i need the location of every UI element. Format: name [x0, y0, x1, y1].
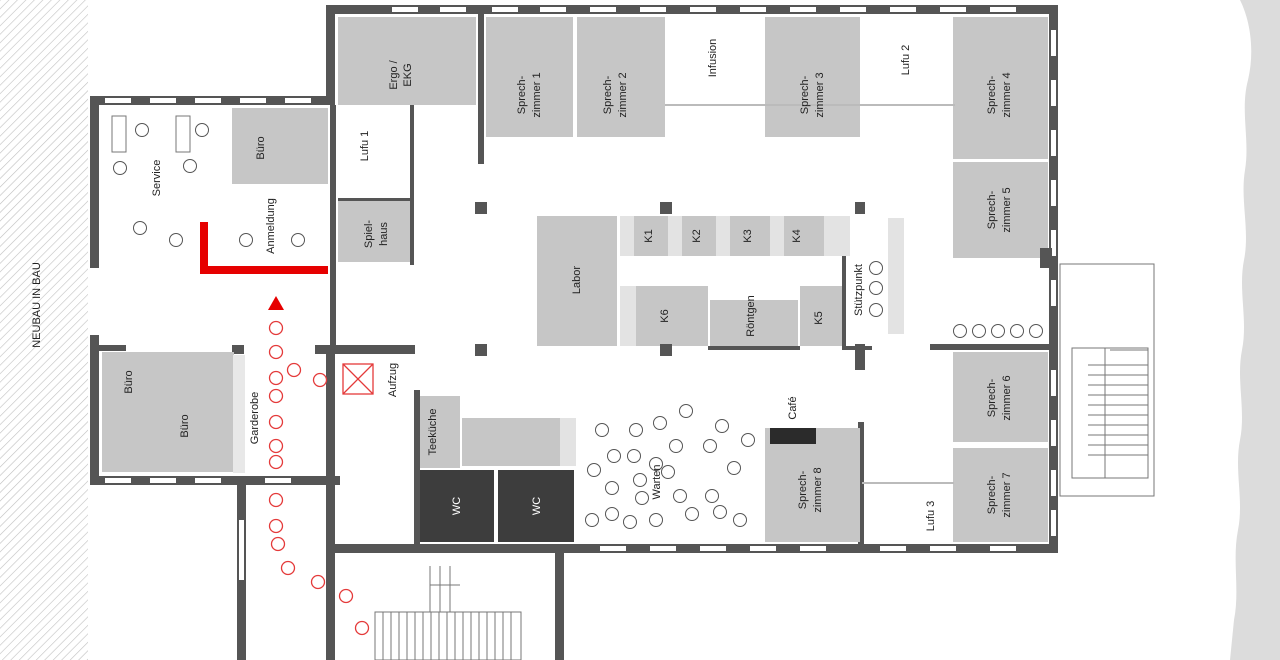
label-teekueche: Teeküche [427, 408, 439, 455]
room-counter [462, 418, 560, 466]
label-service: Service [151, 160, 163, 197]
route-arrow-icon [268, 296, 284, 310]
room-sprech1 [486, 17, 573, 137]
label-buero-small: Büro [123, 370, 135, 393]
label-sprech7-1: Sprech- [986, 475, 998, 514]
label-cafe: Café [787, 396, 799, 419]
label-sprech3-1: Sprech- [799, 75, 811, 114]
room-ergo [338, 17, 476, 105]
route-markers [268, 320, 370, 636]
room-k6 [636, 286, 708, 346]
label-aufzug: Aufzug [387, 363, 399, 397]
reception-counter [200, 222, 328, 274]
label-sprech6-2: zimmer 6 [1001, 375, 1013, 420]
label-lufu3: Lufu 3 [925, 501, 937, 532]
label-garderobe: Garderobe [249, 392, 261, 445]
label-lufu2: Lufu 2 [900, 45, 912, 76]
label-k2: K2 [691, 229, 703, 242]
label-warten: Warten [651, 464, 663, 499]
thin-line-bottom [862, 482, 954, 484]
room-sprech8 [765, 428, 860, 542]
label-lufu1: Lufu 1 [359, 131, 371, 162]
label-anmeldung: Anmeldung [265, 198, 277, 254]
label-sprech1-2: zimmer 1 [531, 72, 543, 117]
room-teekueche [418, 396, 460, 468]
label-sprech4-2: zimmer 4 [1001, 72, 1013, 117]
rooms [102, 17, 1048, 542]
columns [475, 202, 1052, 370]
label-k3: K3 [742, 229, 754, 242]
label-k4: K4 [791, 229, 803, 242]
label-spielhaus-1: Spiel- [363, 220, 375, 248]
room-sprech5 [953, 162, 1048, 258]
room-labor [537, 216, 617, 346]
label-sprech4-1: Sprech- [986, 75, 998, 114]
label-wc1: WC [451, 497, 463, 515]
label-roentgen: Röntgen [745, 295, 757, 337]
label-sprech2-2: zimmer 2 [617, 72, 629, 117]
label-buero-large: Büro [179, 414, 191, 437]
label-sprech5-2: zimmer 5 [1001, 187, 1013, 232]
label-sprech7-2: zimmer 7 [1001, 472, 1013, 517]
label-ergo-2: EKG [402, 63, 414, 86]
label-sprech1-1: Sprech- [516, 75, 528, 114]
label-sprech8-2: zimmer 8 [812, 467, 824, 512]
room-k5 [800, 286, 842, 346]
room-sprech6 [953, 352, 1048, 442]
partition-lines [338, 105, 872, 544]
label-sprech5-1: Sprech- [986, 190, 998, 229]
room-buero-small [102, 352, 158, 410]
label-infusion: Infusion [707, 39, 719, 78]
label-ergo-1: Ergo / [388, 59, 400, 89]
label-k6: K6 [659, 309, 671, 322]
elevator-icon [342, 363, 374, 395]
windows [92, 7, 1056, 580]
stairs-bottom [374, 566, 522, 660]
label-sprech2-1: Sprech- [602, 75, 614, 114]
label-wc2: WC [531, 497, 543, 515]
label-stuetzpunkt: Stützpunkt [853, 264, 865, 316]
label-labor: Labor [571, 266, 583, 294]
label-sprech6-1: Sprech- [986, 378, 998, 417]
side-label: NEUBAU IN BAU [31, 262, 43, 348]
label-spielhaus-2: haus [378, 222, 390, 246]
room-labels: Ergo / EKG Sprech- zimmer 1 Sprech- zimm… [123, 39, 1013, 532]
room-sprech7 [953, 448, 1048, 542]
label-sprech8-1: Sprech- [797, 470, 809, 509]
label-k1: K1 [643, 229, 655, 242]
room-wc1 [418, 470, 494, 542]
thin-line-top [665, 104, 955, 106]
room-buero-top [232, 108, 328, 184]
terrain-outline-inner [1173, 0, 1252, 660]
seats [113, 123, 1043, 529]
room-wc2 [498, 470, 574, 542]
room-sprech4 [953, 17, 1048, 159]
room-spielhaus [338, 200, 410, 262]
cafe-counter [770, 428, 816, 444]
room-sprech3 [765, 17, 860, 137]
stairs-right [1059, 263, 1155, 497]
garderobe-strip [233, 355, 245, 473]
label-buero-top: Büro [255, 136, 267, 159]
label-sprech3-2: zimmer 3 [814, 72, 826, 117]
desks [111, 115, 191, 153]
hatched-area [0, 0, 88, 660]
room-roentgen [710, 300, 798, 346]
room-sprech2 [577, 17, 665, 137]
label-k5: K5 [813, 311, 825, 324]
